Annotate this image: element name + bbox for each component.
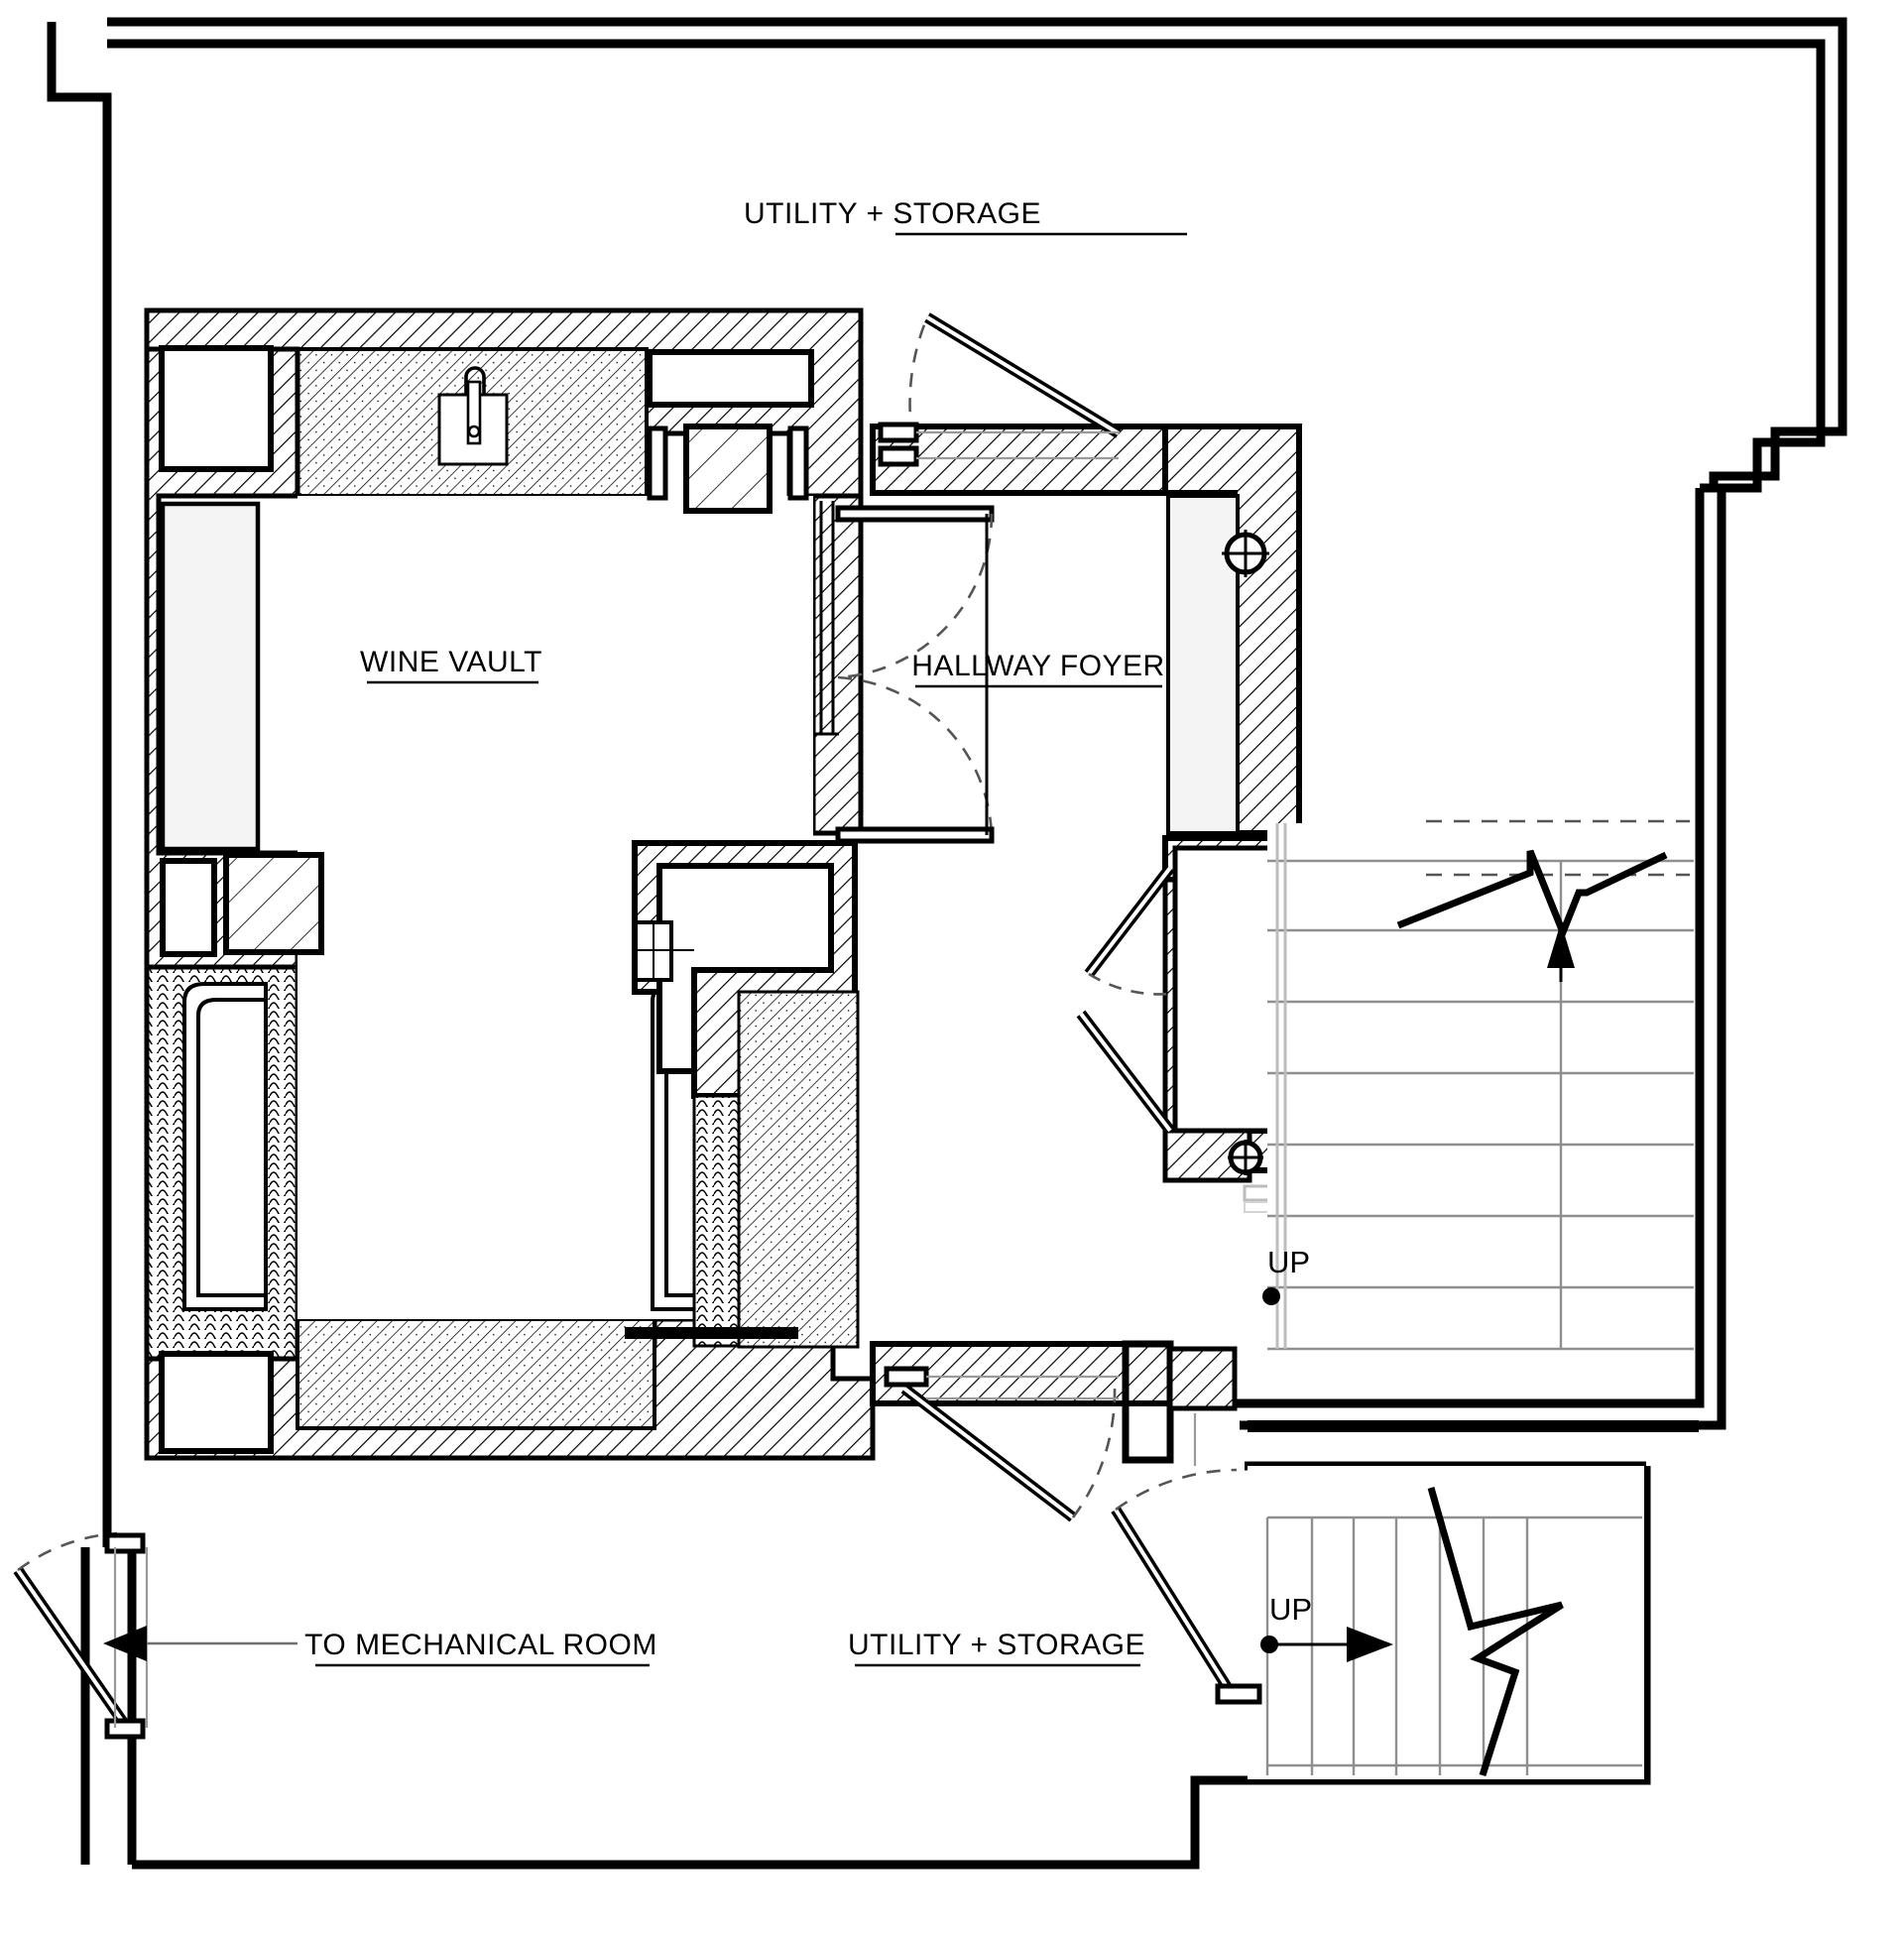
utility-storage-top-text: UTILITY + STORAGE: [744, 197, 1041, 230]
door-foyer-north-leaf-core: [925, 315, 1121, 435]
hallway-foyer-text: HALLWAY FOYER: [911, 650, 1164, 682]
vault-shelf-slot-left: [647, 425, 668, 501]
sink-faucet: [464, 366, 486, 395]
building-envelope-west: [80, 1547, 137, 1865]
door-mechanical-west-jamb-top: [104, 1532, 146, 1554]
door-closet-lower-core: [1079, 1012, 1172, 1133]
to-mechanical-room-leader-arrow: [103, 1626, 147, 1661]
target-circle-lower-icon: [1228, 1140, 1263, 1175]
door-stair-south-jamb: [1215, 1683, 1262, 1705]
door-vault-east[interactable]: [835, 505, 995, 844]
vault-alcove-nw: [159, 345, 274, 472]
vault-west-window: [160, 858, 217, 957]
vault-south-finish-band: [296, 1317, 656, 1430]
door-foyer-north-jamb-a: [878, 422, 919, 443]
door-closet-upper-core: [1087, 866, 1172, 976]
stair-right[interactable]: UP: [1262, 819, 1694, 1351]
stair-bottom[interactable]: UP: [1248, 1466, 1644, 1779]
room-label-utility-storage-bottom: UTILITY + STORAGE: [848, 1629, 1145, 1667]
vault-shelf-slot-right: [787, 425, 809, 501]
utility-ledge-bar: [1248, 1420, 1699, 1432]
stair-right-arrow-head: [1547, 922, 1575, 968]
stair-right-run: [1267, 823, 1694, 1349]
stair-bottom-break-line: [1427, 1487, 1564, 1777]
door-vault-east-swing-lower: [837, 675, 994, 842]
utility-east-jamb: [1122, 1340, 1174, 1464]
door-closet-lower[interactable]: [1076, 1010, 1175, 1135]
sink-drain: [467, 424, 481, 438]
door-utility-south-core: [902, 1387, 1075, 1519]
door-foyer-north-jamb-b: [878, 445, 919, 467]
stair-right-origin-dot: [1262, 1287, 1280, 1305]
building-envelope: [47, 17, 1847, 1547]
guide-lines: [916, 430, 1197, 1466]
door-foyer-north[interactable]: [878, 312, 1122, 467]
vault-south-threshold: [625, 1327, 798, 1339]
stair-right-treads: [1267, 859, 1694, 1351]
room-label-to-mechanical-room: TO MECHANICAL ROOM: [103, 1626, 657, 1667]
stair-bottom-arrow-head: [1347, 1627, 1393, 1662]
door-mechanical-west-core: [16, 1568, 129, 1730]
vault-alcove-sw: [159, 1351, 274, 1454]
utility-storage-bottom-text: UTILITY + STORAGE: [848, 1629, 1145, 1661]
vault-niche-upper: [647, 349, 814, 408]
stair-right-up-label: UP: [1267, 1245, 1310, 1279]
hallway-foyer-walls: [870, 424, 1302, 836]
vault-racking-west: [182, 982, 268, 1311]
door-vault-east-leaf: [835, 505, 995, 523]
vault-east-mullion: [815, 501, 839, 736]
sink-fixture: [437, 366, 509, 466]
stair-bottom-treads: [1265, 1516, 1642, 1775]
utility-corner-block: [1167, 1346, 1238, 1411]
door-closet-upper-swing: [1088, 972, 1171, 996]
foyer-north-wall: [870, 424, 1168, 496]
door-stair-south-core: [1114, 1508, 1230, 1690]
door-vault-east-leaf-lower: [835, 826, 995, 844]
closet-south-sill: [1162, 1128, 1252, 1183]
to-mechanical-room-text: TO MECHANICAL ROOM: [304, 1629, 657, 1661]
vault-insulation-strip-east: [692, 1094, 742, 1348]
room-label-utility-storage-top: UTILITY + STORAGE: [744, 197, 1187, 236]
stair-bottom-up-label: UP: [1269, 1592, 1312, 1627]
room-label-wine-vault: WINE VAULT: [360, 646, 542, 684]
door-utility-south-jamb: [884, 1366, 929, 1388]
door-stair-south[interactable]: [1111, 1468, 1262, 1705]
door-mechanical-west[interactable]: [13, 1531, 149, 1740]
vault-finish-strip-east: [737, 990, 860, 1349]
closet-west-jamb: [1162, 877, 1178, 1134]
door-stair-south-swing: [1115, 1468, 1238, 1512]
vault-glass-panel-ne: [683, 424, 773, 514]
wine-vault-text: WINE VAULT: [360, 646, 542, 678]
vault-west-glass-block: [223, 852, 324, 955]
target-circle-upper-icon: [1222, 530, 1269, 577]
room-label-hallway-foyer: HALLWAY FOYER: [911, 650, 1164, 688]
door-mechanical-west-swing: [17, 1531, 118, 1572]
door-closet-upper[interactable]: [1084, 864, 1175, 996]
door-mechanical-west-jamb-bottom: [104, 1718, 146, 1740]
building-envelope-inner: [107, 39, 1826, 493]
vault-west-glazing: [160, 501, 261, 852]
